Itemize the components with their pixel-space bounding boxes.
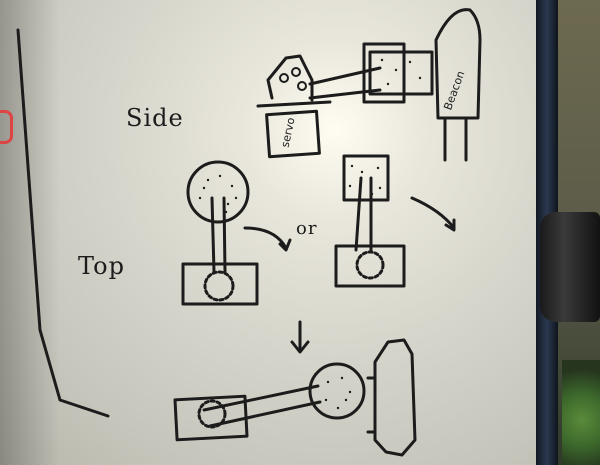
red-mark (0, 110, 13, 144)
side-label: Side (126, 104, 184, 132)
top-label: Top (78, 252, 125, 280)
stand-hinge (540, 212, 600, 322)
or-label: or (296, 218, 318, 239)
board-shadow (0, 0, 60, 465)
plant (562, 360, 600, 465)
